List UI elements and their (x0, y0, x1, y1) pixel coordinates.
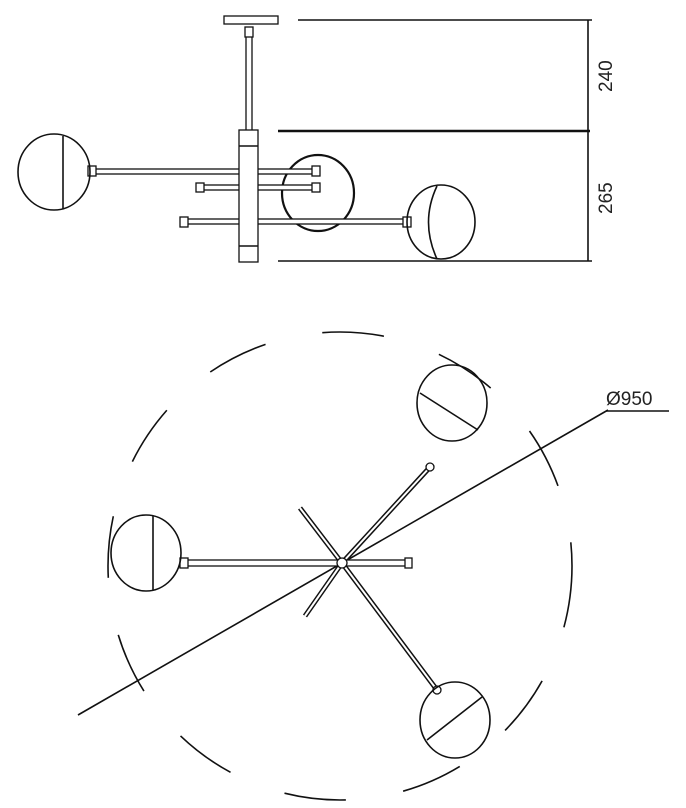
globe-left (110, 514, 182, 592)
dimension-265: 265 (596, 182, 617, 214)
suspension-rod (245, 35, 253, 135)
dimension-240: 240 (596, 60, 617, 92)
center-hub (336, 557, 348, 569)
globe-middle-back (280, 153, 356, 233)
central-body (238, 129, 259, 263)
arm-end-cap (179, 216, 189, 228)
arm-end-cap (87, 165, 97, 177)
top-view: Ø950 (77, 331, 669, 801)
arm-end-cap (195, 182, 205, 193)
arm-lower (183, 218, 407, 225)
globe-bottom-right (419, 681, 491, 759)
arm-left (94, 168, 318, 175)
arm-end-cap (311, 165, 321, 177)
rod-connector (244, 26, 254, 38)
diameter-circle-dashed (107, 331, 573, 801)
globe-left (17, 133, 91, 211)
diameter-label: Ø950 (606, 389, 652, 410)
side-view: 240 265 (17, 15, 617, 263)
arm-end-cap (311, 182, 321, 193)
globe-top-right (416, 364, 488, 442)
globe-right (406, 184, 476, 260)
arm-short (199, 184, 319, 191)
ceiling-plate (223, 15, 279, 25)
arm-left (185, 559, 409, 567)
